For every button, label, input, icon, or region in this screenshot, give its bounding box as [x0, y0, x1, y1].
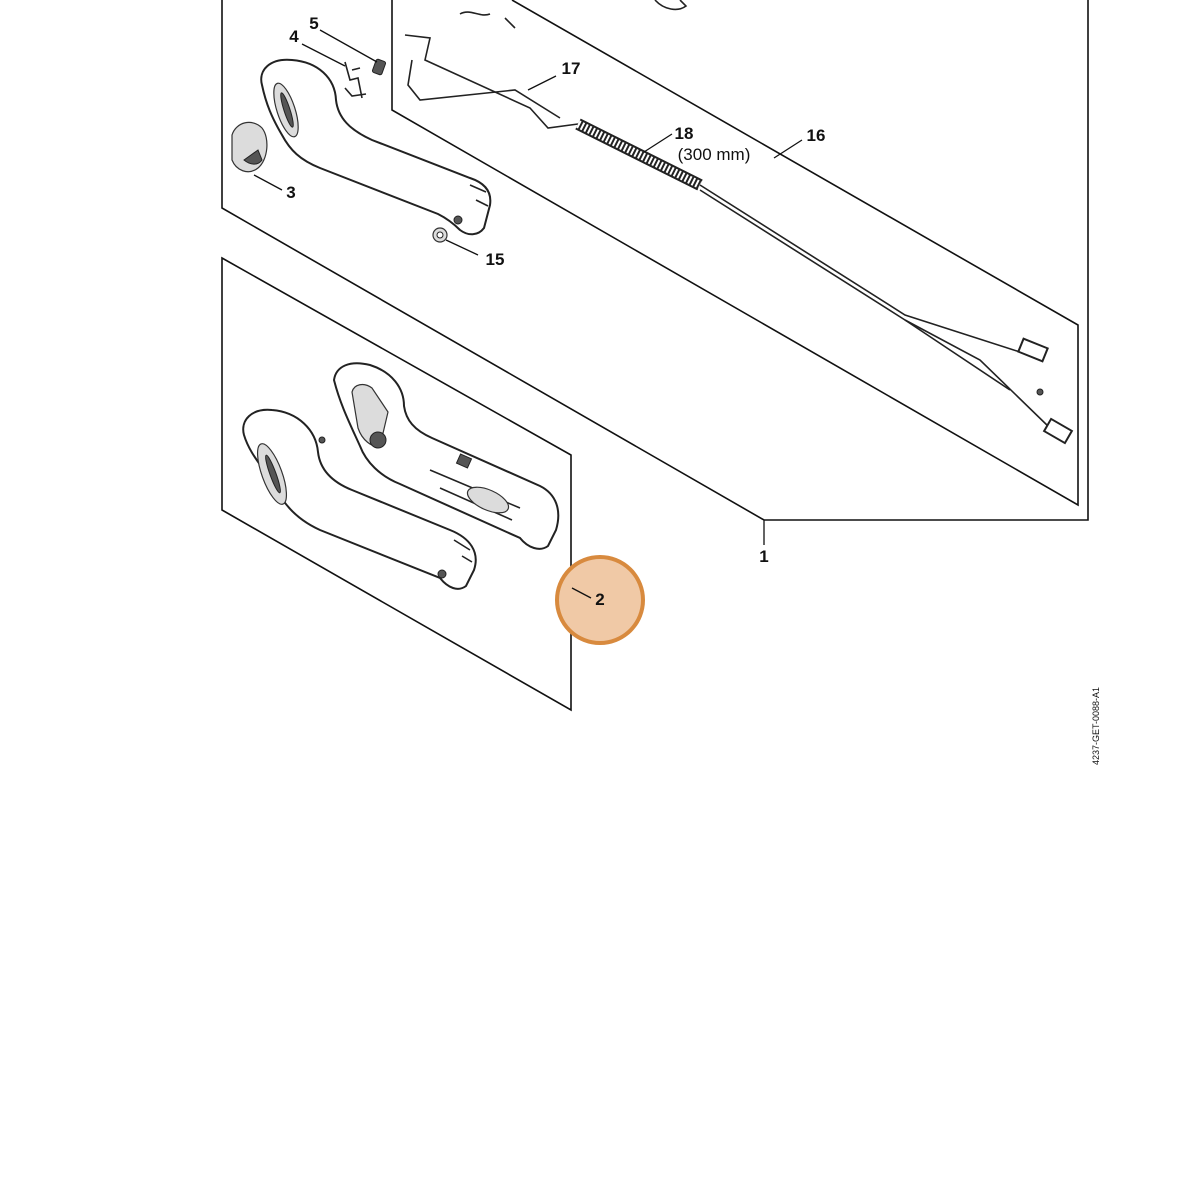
callout-15: 15	[486, 250, 505, 269]
spring-sleeve-18	[575, 118, 703, 191]
callout-2[interactable]: 2	[595, 590, 604, 609]
cable-harness-16	[654, 0, 1074, 445]
callout-5: 5	[309, 14, 318, 33]
callout-17: 17	[562, 59, 581, 78]
leader-4	[301, 43, 346, 67]
callout-3: 3	[286, 183, 295, 202]
leader-5	[319, 29, 378, 63]
leader-3	[253, 174, 283, 191]
leader-18	[643, 133, 673, 153]
callout-1: 1	[759, 547, 768, 566]
leader-17	[527, 75, 557, 91]
leader-15	[445, 239, 479, 256]
leader-2	[571, 587, 592, 599]
lower-handle-inner-half	[332, 362, 560, 550]
upper-handle-half	[260, 58, 492, 236]
cable-kit-frame	[391, 0, 1079, 507]
handle-assembly-frame	[221, 256, 572, 712]
part-15-nut	[432, 227, 448, 243]
callout-18: 18	[675, 124, 694, 143]
highlight-circle[interactable]	[555, 555, 645, 645]
drawing-code: 4237-GET-0088-A1	[1091, 687, 1101, 765]
part-4-lever	[344, 61, 367, 99]
callout-4: 4	[289, 27, 299, 46]
throttle-cable-17	[404, 11, 579, 129]
callout-16: 16	[807, 126, 826, 145]
part-5-screw	[371, 58, 387, 76]
leader-16	[773, 139, 803, 159]
part-3-knob	[231, 121, 268, 173]
lower-handle-outer-half	[242, 408, 477, 590]
callout-18-length-note: (300 mm)	[678, 145, 751, 164]
top-assembly-frame	[221, 0, 1089, 521]
